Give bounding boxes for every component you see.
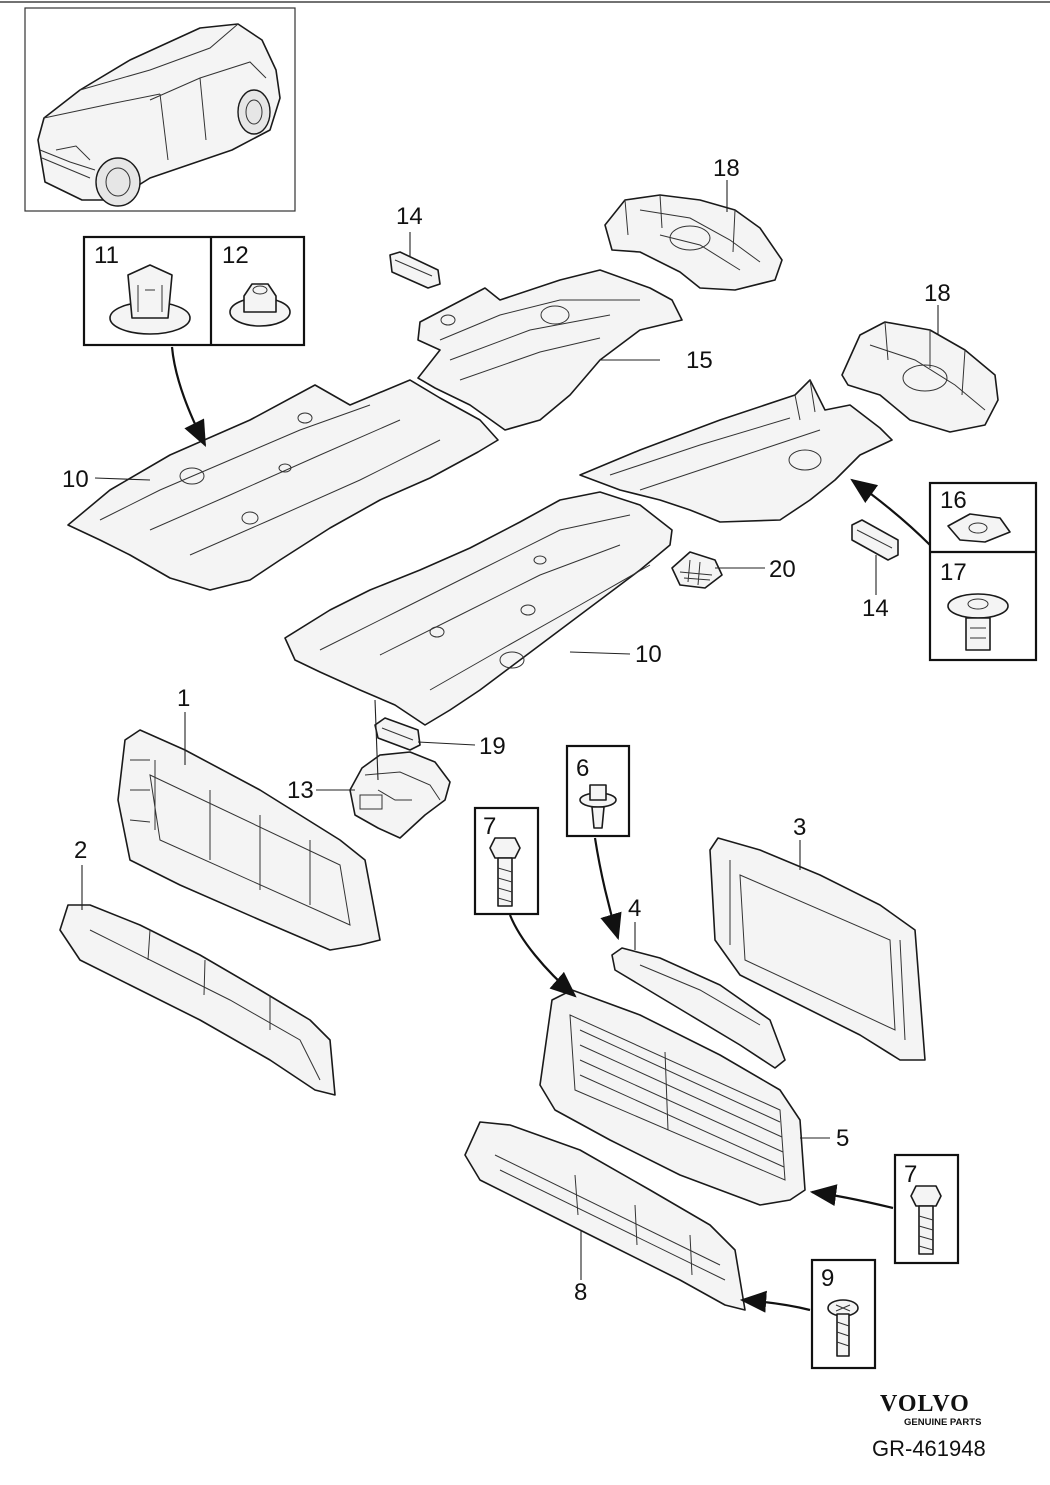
callout-8: 8 [574, 1279, 587, 1306]
callout-numbers: 1 2 3 4 5 6 7 7 8 9 10 10 11 12 13 14 14… [62, 155, 967, 1306]
reference-number: GR-461948 [872, 1436, 986, 1461]
part-20-grille-clip [671, 551, 723, 589]
arrow-9-to-8 [739, 1290, 811, 1313]
arrow-11-to-10 [170, 346, 206, 447]
part-4-seal-strip [611, 947, 786, 1069]
part-3-air-guide-right [709, 837, 926, 1061]
callout-15: 15 [686, 347, 713, 374]
part-8-lower-deflector [464, 1121, 746, 1311]
callout-19: 19 [479, 733, 506, 760]
callout-12: 12 [222, 242, 249, 269]
detail-box-16-17 [928, 481, 1038, 662]
logo-tagline: GENUINE PARTS [904, 1417, 981, 1428]
part-18-bracket-lower [841, 321, 999, 433]
callout-14-lower: 14 [862, 595, 889, 622]
detail-box-7-upper [473, 806, 540, 916]
vehicle-overview [24, 7, 296, 212]
part-15-tunnel-cover [417, 269, 683, 431]
part-7-bolt-icon-upper [489, 837, 521, 907]
arrow-6-to-4 [593, 837, 622, 941]
callout-18-lower: 18 [924, 280, 951, 307]
callout-7-lower: 7 [904, 1161, 917, 1188]
callout-5: 5 [836, 1125, 849, 1152]
callout-1: 1 [177, 685, 190, 712]
logo-brand: VOLVO [880, 1391, 970, 1417]
part-1-air-guide [117, 729, 381, 951]
part-16-washer-icon [947, 513, 1011, 543]
volvo-logo: VOLVO GENUINE PARTS [880, 1391, 981, 1428]
callout-14-upper: 14 [396, 203, 423, 230]
callout-6: 6 [576, 755, 589, 782]
arrow-7-to-5-lower [809, 1184, 894, 1210]
arrow-16-17-to-10 [850, 478, 931, 546]
part-10-panel-left [67, 379, 499, 591]
callout-10-left: 10 [62, 466, 89, 493]
part-9-screw-icon [827, 1299, 859, 1357]
callout-10-center: 10 [635, 641, 662, 668]
callout-3: 3 [793, 814, 806, 841]
part-2-deflector [59, 904, 336, 1096]
callout-18-upper: 18 [713, 155, 740, 182]
part-11-clip-icon [109, 264, 191, 335]
callout-16: 16 [940, 487, 967, 514]
part-6-clip-icon [579, 784, 617, 829]
part-7-bolt-icon-lower [910, 1185, 942, 1255]
detail-box-9 [810, 1258, 877, 1370]
callout-17: 17 [940, 559, 967, 586]
arrow-7-to-5 [508, 914, 577, 998]
callout-9: 9 [821, 1265, 834, 1292]
part-5-shutter [539, 989, 806, 1206]
callout-7-upper: 7 [483, 813, 496, 840]
part-12-nut-icon [229, 283, 291, 327]
callout-11: 11 [94, 242, 119, 269]
leader-lines [81, 180, 939, 1280]
detail-box-11-12 [82, 235, 306, 347]
callout-20: 20 [769, 556, 796, 583]
part-10-panel-center [284, 491, 673, 726]
callout-13: 13 [287, 777, 314, 804]
part-13-mount [349, 751, 451, 839]
part-17-push-rivet-icon [947, 593, 1009, 651]
detail-box-7-lower [893, 1153, 960, 1265]
detail-box-6 [565, 744, 631, 838]
callout-2: 2 [74, 837, 87, 864]
part-10-panel-right [579, 379, 893, 523]
part-19-hook [374, 717, 421, 751]
callout-4: 4 [628, 895, 641, 922]
part-14-clip-upper [389, 251, 441, 289]
part-14-clip-lower [851, 519, 899, 561]
part-18-bracket-upper [604, 194, 783, 291]
